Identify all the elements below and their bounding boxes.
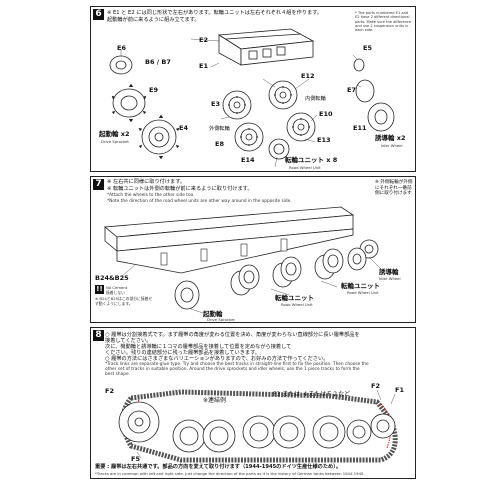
step-6-note-en: * The parts numbered E1 and E2 have 2 di… bbox=[355, 11, 412, 33]
step-8-line-5: ○ 履帯の方法にはさまざまなバリエーションがありますので、お好みの方法で作ってく… bbox=[105, 356, 329, 362]
step-7-line-1: ※ 左右共に同様に取り付けます。 bbox=[107, 179, 186, 185]
part-e6-label: E6 bbox=[117, 44, 126, 52]
step-7-line-2: ※ 転輪ユニットは外側の転輪が前に来るように取り付けます。 bbox=[107, 186, 253, 192]
part-e8-label: E8 bbox=[215, 140, 224, 148]
road-unit-2-en: Road Wheel Unit bbox=[281, 302, 313, 307]
idler-wheel-jp: 誘導輪 x2 bbox=[375, 134, 406, 142]
step-8-en-2: other set of tracks in suitable position… bbox=[105, 367, 360, 372]
drive-sprocket-en: Drive Sprocket bbox=[101, 139, 129, 144]
road-unit-2-jp: 転輪ユニット bbox=[275, 294, 314, 302]
step-6-number: 6 bbox=[93, 9, 104, 20]
step-8-line-4: ください。残りの連結部分に残った履帯部品を接着していきます。 bbox=[105, 350, 260, 356]
inner-wheel-label: 内側転輪 bbox=[305, 96, 326, 102]
part-e9-label: E9 bbox=[149, 86, 158, 94]
important-note-jp: 重要 : 履帯は左右共通です。部品の方向を変えて取り付けます（1944-1945… bbox=[95, 464, 342, 470]
f2-label-left: F2 bbox=[105, 387, 114, 395]
f1-label: F1 bbox=[395, 386, 404, 394]
f3-label: F3 または ４またはＦ２など bbox=[273, 391, 351, 398]
road-wheel-unit-en: Road Wheel Unit bbox=[289, 165, 321, 170]
part-b6-b7-label: B6 / B7 bbox=[145, 58, 171, 66]
step-7-number: 7 bbox=[93, 179, 104, 190]
step-7-right-note: ※ 外側転輪が外側にそれぞれ一番前側に取り付けます bbox=[375, 180, 413, 197]
part-e2-label: E2 bbox=[199, 36, 208, 44]
no-cement-warning-icon: !! bbox=[95, 285, 104, 294]
step-8-panel: 8 ○ 履帯は分割接着式です。まず履帯の角度が変わる位置を決め、角度が変わらない… bbox=[90, 327, 416, 479]
step-8-track-drawing bbox=[118, 389, 398, 463]
road-unit-jp: 転輪ユニット bbox=[341, 282, 380, 290]
outer-wheel-label: 外側転輪 bbox=[209, 126, 230, 132]
step-7-drawing bbox=[103, 206, 382, 314]
step-6-instruction-2: 起動輪が前に来るように組み立てます。 bbox=[107, 17, 200, 23]
idler-wheel-en: Idler Wheel bbox=[379, 276, 401, 281]
step-8-line-3: 次に、機動輪と誘導輪に１コマの履帯部品を接着して位置を定めながら接着して bbox=[105, 344, 292, 350]
step-7-panel: 7 ※ 左右共に同様に取り付けます。 ※ 転輪ユニットは外側の転輪が前に来るよう… bbox=[90, 176, 416, 323]
idler-wheel-jp: 誘導輪 bbox=[379, 268, 399, 276]
step-6-panel: 6 ※ E1 と E2 には同じ形状で左右があります。転輪ユニットは左右それぞれ… bbox=[90, 6, 416, 172]
part-e5-label: E5 bbox=[363, 44, 372, 52]
part-e14-label: E14 bbox=[241, 156, 255, 164]
step-8-en-3: best shape. bbox=[105, 372, 130, 377]
step-7-line-2-en: *Note the direction of the road wheel un… bbox=[107, 199, 292, 204]
part-e10-label: E10 bbox=[319, 110, 333, 118]
step-6-instruction: ※ E1 と E2 には同じ形状で左右があります。転輪ユニットは左右それぞれ４組… bbox=[107, 10, 322, 16]
part-e4-label: E4 bbox=[179, 124, 188, 132]
drive-sprocket-en: Drive Sprocket bbox=[207, 317, 235, 322]
b24-b25-label: B24&B25 bbox=[95, 274, 129, 282]
important-note-en: *Tracks are in common with left and righ… bbox=[95, 471, 365, 476]
drive-sprocket-jp: 起動輪 x2 bbox=[99, 130, 130, 138]
part-e7-label: E7 bbox=[347, 86, 356, 94]
idler-wheel-en: Idler Wheel bbox=[381, 143, 403, 148]
part-e3-label: E3 bbox=[211, 100, 220, 108]
b24-tip: ※ B24とB25はこの部分に接着せず動くようにします。 bbox=[95, 296, 153, 306]
f5-label: F5 bbox=[131, 455, 140, 463]
drive-sprocket-jp: 起動輪 bbox=[203, 310, 223, 318]
no-cement-jp: 接着しない bbox=[106, 290, 125, 295]
step-6-drawing bbox=[109, 28, 395, 168]
part-e13-label: E13 bbox=[317, 136, 331, 144]
road-wheel-unit-jp: 転輪ユニット x 8 bbox=[285, 156, 338, 164]
example-label: ※連結例 bbox=[203, 397, 227, 404]
step-8-line-1: ○ 履帯は分割接着式です。まず履帯の角度が変わる位置を決め、角度が変わらない直線… bbox=[105, 332, 360, 338]
step-8-en-1: *Track links are separate-glue type. Try… bbox=[105, 362, 369, 367]
no-cement-en: No Cement bbox=[106, 285, 128, 290]
part-e11-label: E11 bbox=[353, 124, 367, 132]
step-8-number: 8 bbox=[93, 330, 104, 341]
step-8-line-2: 接着してください。 bbox=[105, 338, 152, 344]
f2-label-right: F2 bbox=[371, 382, 380, 390]
part-e1-label: E1 bbox=[199, 62, 208, 70]
part-e12-label: E12 bbox=[301, 72, 315, 80]
step-7-line-1-en: *Attach the wheels to the other side too… bbox=[107, 193, 195, 198]
road-unit-en: Road Wheel Unit bbox=[347, 290, 379, 295]
